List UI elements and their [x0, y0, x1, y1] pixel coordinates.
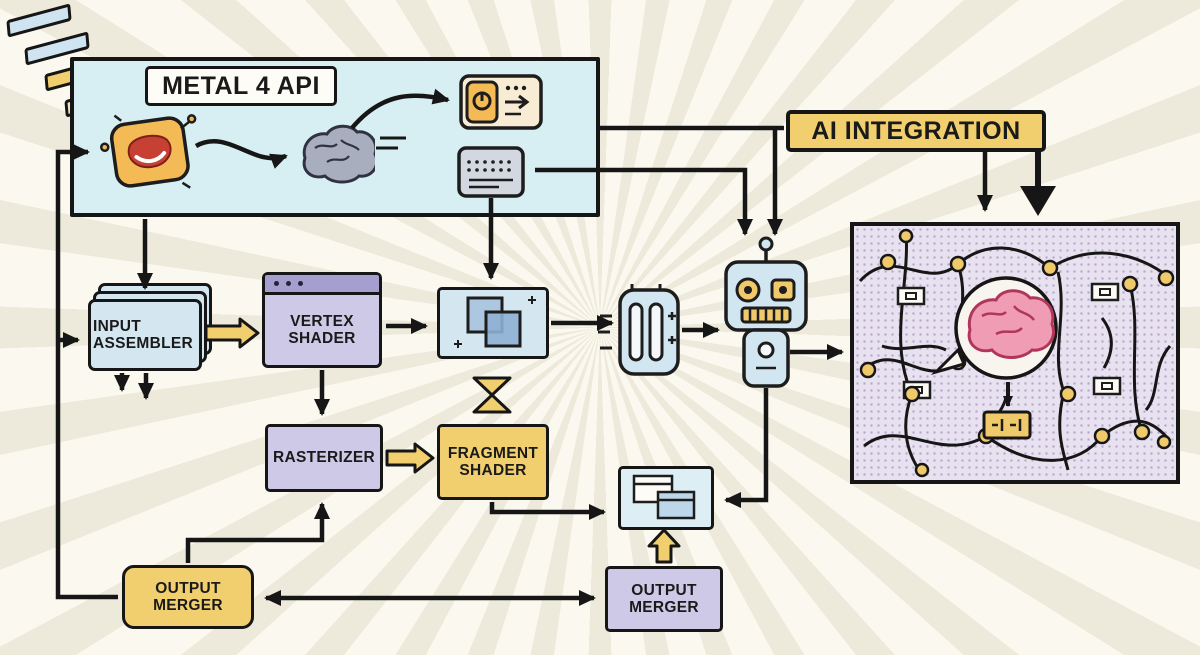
rasterizer-node: RASTERIZER: [265, 424, 383, 492]
ai-integration-title: AI INTEGRATION: [786, 110, 1046, 152]
render-windows-node: [618, 466, 714, 530]
input-assembler-node: INPUT ASSEMBLER: [88, 299, 202, 371]
hourglass-icon: [472, 376, 512, 414]
ai-network-panel: [850, 222, 1180, 484]
neural-network-graph: [858, 228, 1175, 478]
output-merger-right-node: OUTPUT MERGER: [605, 566, 723, 632]
geometry-layers-node: [437, 287, 549, 359]
tile: [6, 3, 72, 38]
fragment-shader-label: FRAGMENT SHADER: [447, 444, 539, 479]
fragment-shader-node: FRAGMENT SHADER: [437, 424, 549, 500]
geometry-layers-icon: [454, 296, 536, 348]
titlebar-dot-icon: [298, 281, 303, 286]
robot-icon: [718, 234, 818, 392]
vertex-shader-body: VERTEX SHADER: [265, 295, 379, 365]
creature-icon: [100, 103, 200, 199]
accelerator-device-icon: [455, 68, 547, 136]
brain-core-icon: [967, 289, 1055, 359]
vertex-shader-node: VERTEX SHADER: [262, 272, 382, 368]
output-merger-left-node: OUTPUT MERGER: [122, 565, 254, 629]
compute-units-icon: [598, 282, 694, 382]
brain-icon: [295, 120, 379, 190]
titlebar-dot-icon: [274, 281, 279, 286]
ai-drop-arrow: [1020, 152, 1056, 216]
output-merger-right-label: OUTPUT MERGER: [629, 581, 699, 616]
ai-integration-title-label: AI INTEGRATION: [811, 116, 1021, 145]
keypad-icon: [455, 142, 527, 202]
metal-api-title: METAL 4 API: [145, 66, 337, 106]
titlebar-dot-icon: [286, 281, 291, 286]
render-windows-icon: [632, 474, 696, 520]
input-assembler-label: INPUT ASSEMBLER: [93, 317, 194, 352]
vertex-shader-label: VERTEX SHADER: [288, 312, 356, 347]
output-chip-icon: [982, 410, 1032, 440]
metal-api-title-label: METAL 4 API: [162, 71, 320, 100]
window-titlebar: [265, 275, 379, 295]
rasterizer-label: RASTERIZER: [272, 449, 376, 467]
output-merger-left-label: OUTPUT MERGER: [153, 579, 223, 614]
